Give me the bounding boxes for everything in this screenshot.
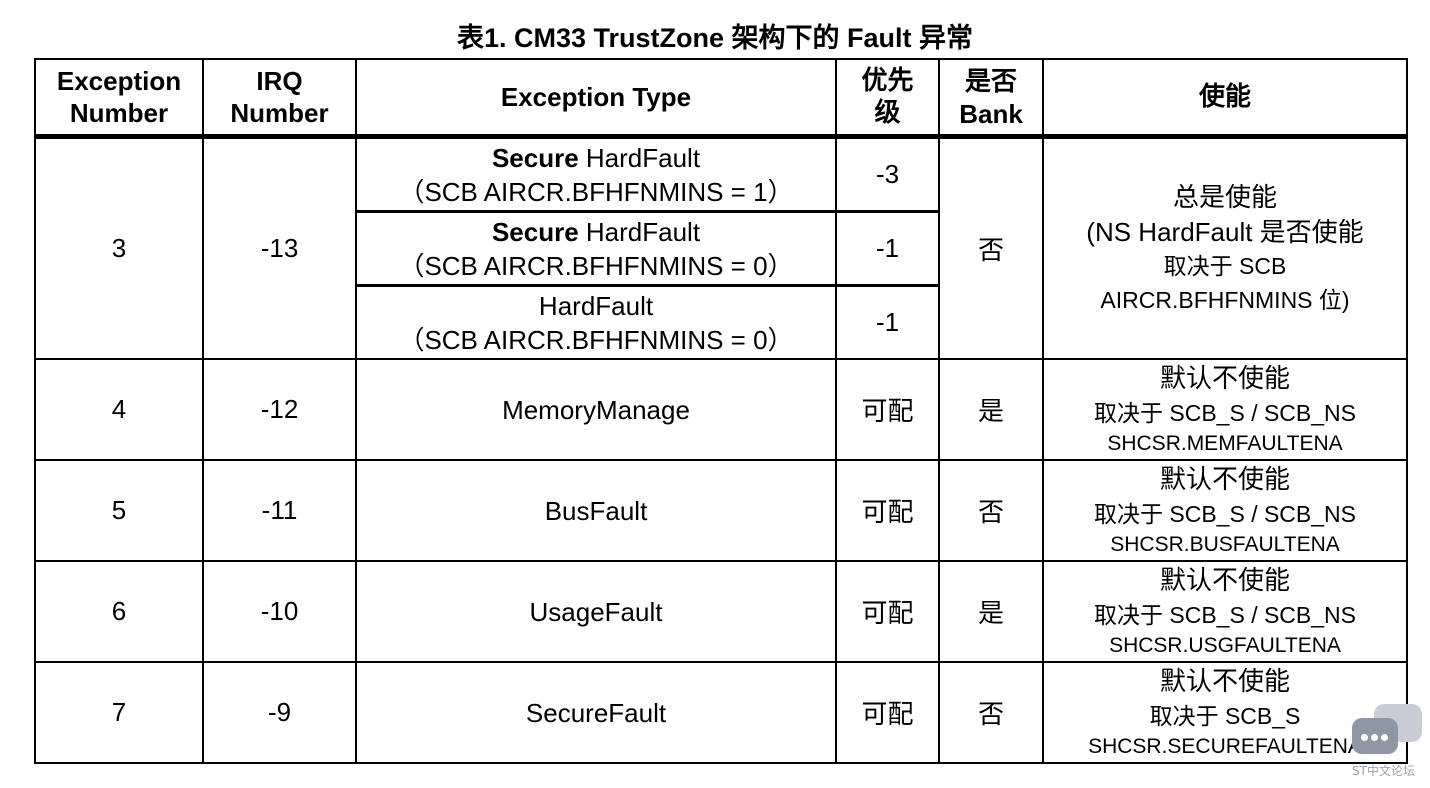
cell-banked: 是 <box>938 358 1044 461</box>
cell-exception-number: 5 <box>34 459 204 562</box>
chat-dot-icon <box>1381 734 1388 741</box>
cell-enable: 默认不使能 取决于 SCB_S SHCSR.SECUREFAULTENA <box>1042 661 1408 764</box>
cell-exception-number: 3 <box>34 135 204 360</box>
cell-priority: 可配 <box>835 459 940 562</box>
header-enable: 使能 <box>1042 58 1408 139</box>
fault-exception-table: Exception Number IRQ Number Exception Ty… <box>34 58 1408 764</box>
header-banked: 是否 Bank <box>938 58 1044 139</box>
table-row: 4 -12 MemoryManage 可配 是 默认不使能 取决于 SCB_S … <box>34 358 1408 461</box>
cell-banked: 是 <box>938 560 1044 663</box>
chat-dot-icon <box>1371 734 1378 741</box>
header-exception-type: Exception Type <box>355 58 837 139</box>
cell-priority: -1 <box>835 210 940 287</box>
cell-priority: 可配 <box>835 661 940 764</box>
header-exception-number: Exception Number <box>34 58 204 139</box>
cell-irq-number: -9 <box>202 661 357 764</box>
cell-exception-type: Secure HardFault （SCB AIRCR.BFHFNMINS = … <box>355 135 837 213</box>
cell-enable: 默认不使能 取决于 SCB_S / SCB_NS SHCSR.MEMFAULTE… <box>1042 358 1408 461</box>
cell-exception-type: UsageFault <box>355 560 837 663</box>
cell-exception-type: MemoryManage <box>355 358 837 461</box>
chat-dot-icon <box>1361 734 1368 741</box>
table-row-hardfault-2: Secure HardFault （SCB AIRCR.BFHFNMINS = … <box>35 210 1407 287</box>
cell-exception-type: HardFault （SCB AIRCR.BFHFNMINS = 0） <box>355 284 837 360</box>
table-row: 7 -9 SecureFault 可配 否 默认不使能 取决于 SCB_S SH… <box>34 661 1408 764</box>
cell-exception-number: 6 <box>34 560 204 663</box>
cell-exception-number: 7 <box>34 661 204 764</box>
table-header-row: Exception Number IRQ Number Exception Ty… <box>34 58 1408 139</box>
cell-banked: 否 <box>938 459 1044 562</box>
cell-irq-number: -11 <box>202 459 357 562</box>
cell-enable: 默认不使能 取决于 SCB_S / SCB_NS SHCSR.USGFAULTE… <box>1042 560 1408 663</box>
cell-banked: 否 <box>938 135 1044 360</box>
cell-priority: 可配 <box>835 358 940 461</box>
cell-priority: -3 <box>835 135 940 213</box>
table-row-hardfault-1: 3 -13 Secure HardFault （SCB AIRCR.BFHFNM… <box>34 135 1408 360</box>
forum-watermark: ST中文论坛 <box>1350 704 1426 784</box>
watermark-text: ST中文论坛 <box>1352 764 1415 778</box>
table-row: 5 -11 BusFault 可配 否 默认不使能 取决于 SCB_S / SC… <box>34 459 1408 562</box>
header-irq-number: IRQ Number <box>202 58 357 139</box>
cell-exception-number: 4 <box>34 358 204 461</box>
cell-exception-type: BusFault <box>355 459 837 562</box>
cell-exception-type: Secure HardFault （SCB AIRCR.BFHFNMINS = … <box>355 210 837 287</box>
cell-enable: 总是使能 (NS HardFault 是否使能 取决于 SCB AIRCR.BF… <box>1042 135 1408 360</box>
cell-banked: 否 <box>938 661 1044 764</box>
cell-priority: 可配 <box>835 560 940 663</box>
cell-priority: -1 <box>835 284 940 360</box>
table-row: 6 -10 UsageFault 可配 是 默认不使能 取决于 SCB_S / … <box>34 560 1408 663</box>
cell-irq-number: -10 <box>202 560 357 663</box>
cell-exception-type: SecureFault <box>355 661 837 764</box>
table-row-hardfault-3: HardFault （SCB AIRCR.BFHFNMINS = 0） -1 <box>35 284 1407 360</box>
cell-irq-number: -12 <box>202 358 357 461</box>
cell-irq-number: -13 <box>202 135 357 360</box>
cell-enable: 默认不使能 取决于 SCB_S / SCB_NS SHCSR.BUSFAULTE… <box>1042 459 1408 562</box>
header-priority: 优先 级 <box>835 58 940 139</box>
table-title: 表1. CM33 TrustZone 架构下的 Fault 异常 <box>456 23 974 53</box>
